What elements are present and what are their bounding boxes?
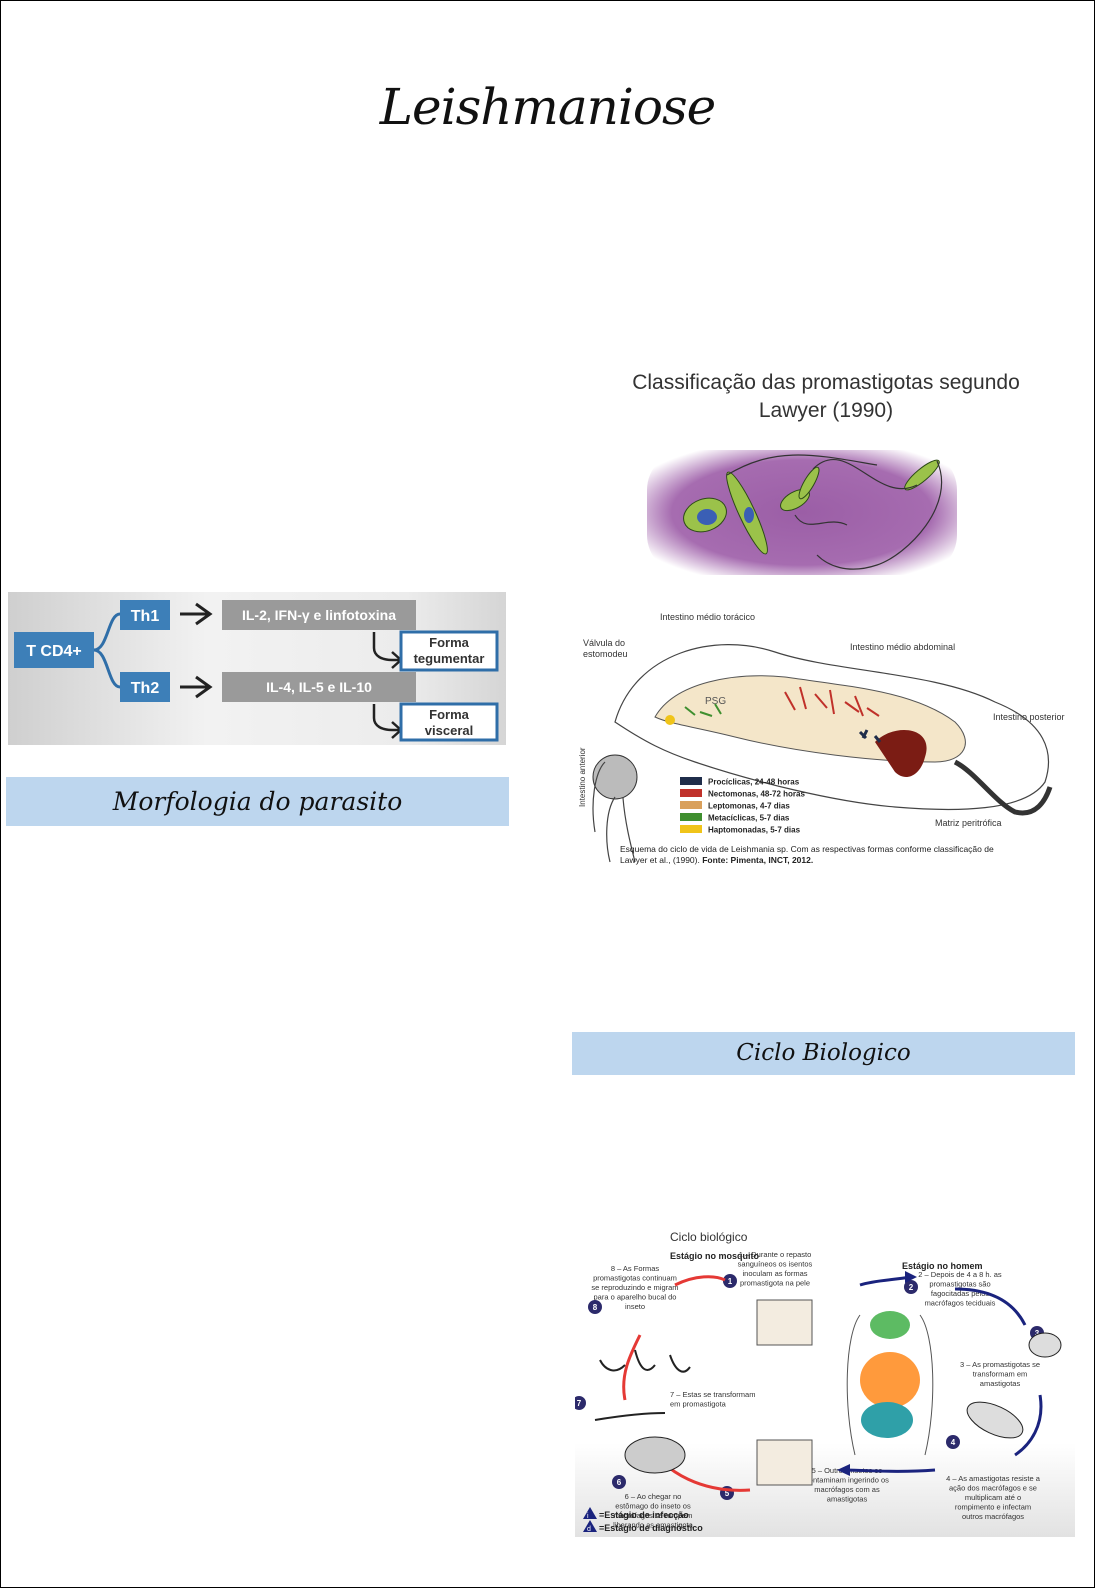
th2-cytokines-box — [222, 672, 416, 702]
visceral-line1: Forma — [429, 707, 470, 722]
step-number-marker — [612, 1475, 626, 1489]
step-number: 8 — [593, 1303, 598, 1312]
step2-text: promastigotas são — [929, 1280, 990, 1289]
step-number: 6 — [617, 1478, 622, 1487]
label-intestino-posterior: Intestino posterior — [993, 712, 1065, 722]
tcd4-box — [14, 632, 94, 668]
step7-text: em promastigota — [670, 1400, 727, 1409]
legend-label: Procíclicas, 24-48 horas — [708, 778, 800, 787]
step-number-marker — [575, 1396, 586, 1410]
legend-label: Nectomonas, 48-72 horas — [708, 790, 805, 799]
legend-swatch — [680, 801, 702, 809]
step4-text: rompimento e infectam — [955, 1503, 1031, 1512]
step6-text: 6 – Ao chegar no — [625, 1492, 682, 1501]
legend-label: Leptomonas, 4-7 dias — [708, 802, 790, 811]
legend-swatch — [680, 813, 702, 821]
psg-label: PSG — [705, 696, 726, 707]
step5-text: amastigotas — [827, 1495, 868, 1504]
step1-text: inoculam as formas — [742, 1269, 807, 1278]
sandfly-caption-2: Lawyer et al., (1990). Fonte: Pimenta, I… — [620, 855, 813, 865]
legend-swatch — [680, 789, 702, 797]
sandfly-caption-1: Esquema do ciclo de vida de Leishmania s… — [620, 844, 994, 854]
step-number: 1 — [728, 1277, 733, 1286]
legend-diagnostico: =Estágio de diagnóstico — [599, 1523, 703, 1533]
promastigote-figure: Classificação das promastigotas segundo … — [577, 365, 1075, 585]
visceral-box — [399, 702, 499, 742]
step8-text: para o aparelho bucal do — [594, 1293, 677, 1302]
label-intestino-medio-toracico: Intestino médio torácico — [660, 612, 755, 622]
step5-text: macrófagos com as — [814, 1485, 880, 1494]
tegumentar-line1: Forma — [429, 635, 470, 650]
step-number-marker — [723, 1274, 737, 1288]
step6-text: macrófagos se rompem — [614, 1511, 693, 1520]
promastigote-title-line1: Classificação das promastigotas segundo — [632, 371, 1020, 394]
legend-swatch — [680, 777, 702, 785]
section-ciclo: Ciclo Biologico — [572, 1032, 1075, 1075]
step3-text: amastigotas — [980, 1379, 1021, 1388]
th1-box — [120, 600, 170, 630]
step1-text: promastigota na pele — [740, 1279, 810, 1288]
step8-text: 8 – As Formas — [611, 1264, 660, 1273]
stage-mosquito: Estágio no mosquito — [670, 1251, 760, 1261]
legend-label: Metacíclicas, 5-7 dias — [708, 814, 790, 823]
label-valvula-2: estomodeu — [583, 649, 628, 659]
th1-cytokines-box — [222, 600, 416, 630]
legend-d-glyph: d — [587, 1526, 591, 1533]
legend-label: Haptomonadas, 5-7 dias — [708, 826, 801, 835]
cycle-title: Ciclo biológico — [670, 1230, 748, 1244]
life-cycle-figure: Ciclo biológico Estágio no mosquito Está… — [575, 1225, 1075, 1537]
step5-text: contaminam ingerindo os — [805, 1476, 889, 1485]
label-intestino-anterior: Intestino anterior — [578, 747, 587, 807]
tegumentar-box — [399, 630, 499, 672]
stage-homem: Estágio no homem — [902, 1261, 983, 1271]
legend-i-glyph: i — [587, 1513, 589, 1520]
step8-text: inseto — [625, 1302, 645, 1311]
step1-text: 1 – Durante o repasto — [739, 1250, 812, 1259]
step-number-marker — [588, 1300, 602, 1314]
step4-text: ação dos macrófagos e se — [949, 1484, 1037, 1493]
step3-text: transformam em — [973, 1370, 1028, 1379]
tegumentar-line2: tegumentar — [414, 651, 485, 666]
section-morfologia: Morfologia do parasito — [6, 777, 509, 826]
th1-cytokines: IL-2, IFN-γ e linfotoxina — [242, 607, 396, 623]
legend-infeccao: =Estágio de infecção — [599, 1510, 689, 1520]
label-matriz: Matriz peritrófica — [935, 818, 1002, 828]
step-number: 5 — [725, 1489, 730, 1498]
label-intestino-medio-abdominal: Intestino médio abdominal — [850, 642, 955, 652]
step-number: 3 — [1035, 1329, 1040, 1338]
visceral-line2: visceral — [425, 723, 473, 738]
step-number: 7 — [577, 1399, 582, 1408]
step4-text: outros macrófagos — [962, 1512, 1024, 1521]
legend-swatch — [680, 825, 702, 833]
step-number-marker — [946, 1435, 960, 1449]
step4-text: multiplicam até o — [965, 1493, 1021, 1502]
label-valvula-1: Válvula do — [583, 638, 625, 648]
immune-response-figure: T CD4+ Th1 Th2 IL-2, IFN-γ e linfotoxina… — [8, 592, 506, 745]
step-number: 4 — [951, 1438, 956, 1447]
step8-text: promastigotas continuam — [593, 1274, 677, 1283]
step8-text: se reproduzindo e migram — [591, 1283, 678, 1292]
sandfly-figure: PSG Intestino médio torácico Válvula do … — [575, 612, 1075, 874]
step3-text: 3 – As promastigotas se — [960, 1360, 1040, 1369]
tcd4-label: T CD4+ — [26, 643, 82, 660]
promastigote-title-line2: Lawyer (1990) — [759, 399, 893, 422]
step7-text: 7 – Estas se transformam — [670, 1390, 755, 1399]
th2-cytokines: IL-4, IL-5 e IL-10 — [266, 679, 372, 695]
step-number-marker — [904, 1280, 918, 1294]
th2-label: Th2 — [131, 680, 160, 697]
th2-box — [120, 672, 170, 702]
step2-text: fagocitadas pelos — [931, 1289, 990, 1298]
step2-text: 2 – Depois de 4 a 8 h. as — [918, 1270, 1002, 1279]
page-title: Leishmaniose — [379, 78, 716, 136]
step1-text: sanguíneos os isentos — [738, 1260, 813, 1269]
step2-text: macrófagos teciduais — [925, 1299, 996, 1308]
step6-text: estômago do inseto os — [615, 1502, 691, 1511]
step6-text: liberando as amastigota — [613, 1521, 693, 1530]
step-number: 2 — [909, 1283, 914, 1292]
step4-text: 4 – As amastigotas resiste a — [946, 1474, 1041, 1483]
th1-label: Th1 — [131, 608, 160, 625]
